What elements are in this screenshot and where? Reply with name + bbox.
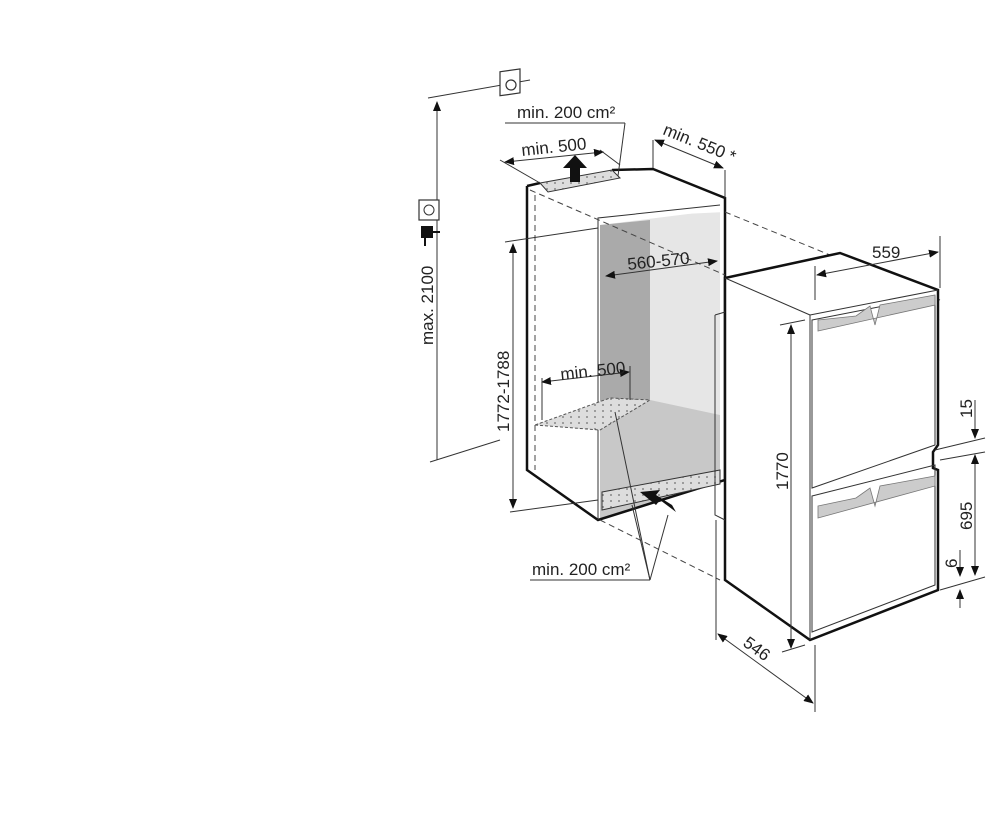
bottom-vent-area-label: min. 200 cm² <box>532 560 631 579</box>
niche-depth-label: min. 550 * <box>661 120 739 166</box>
appliance-height-dimension: 1770 <box>773 319 806 653</box>
appliance-width-dimension: 559 <box>814 236 941 300</box>
niche-height-dimension: 1772-1788 <box>494 227 599 513</box>
appliance-width-label: 559 <box>872 243 900 262</box>
door-gap-dimensions: 15 695 6 <box>934 399 986 608</box>
appliance-depth-label: 546 <box>740 633 774 665</box>
top-vent-area-label: min. 200 cm² <box>517 103 616 122</box>
bottom-gap-label: 6 <box>942 559 961 568</box>
upper-door-handle <box>817 294 936 332</box>
top-vent-width-label: min. 500 <box>520 134 587 160</box>
lower-door-handle <box>817 475 936 519</box>
appliance <box>714 251 940 642</box>
max-height-dimension: max. 2100 <box>418 101 501 463</box>
power-plug-icon <box>421 226 440 246</box>
ceiling-socket-icon <box>427 68 531 99</box>
wall-socket-icon <box>418 199 440 221</box>
appliance-height-label: 1770 <box>773 452 792 490</box>
niche-height-label: 1772-1788 <box>494 351 513 432</box>
max-height-label: max. 2100 <box>418 266 437 345</box>
door-gap-label: 15 <box>957 399 976 418</box>
lower-door-height-label: 695 <box>957 502 976 530</box>
